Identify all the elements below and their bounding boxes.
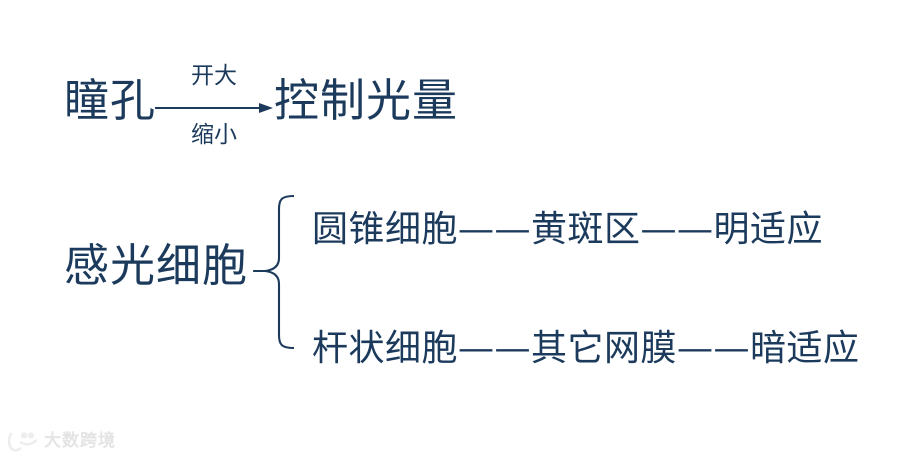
branch-row-0: 圆锥细胞——黄斑区——明适应 xyxy=(312,209,824,250)
row1-target-term: 控制光量 xyxy=(274,74,459,127)
watermark: 大数跨境 xyxy=(8,428,116,454)
row1-arrow-group: 开大 缩小 xyxy=(155,62,273,154)
branch-row-1: 杆状细胞——其它网膜——暗适应 xyxy=(312,328,860,369)
dashu-logo-icon xyxy=(8,432,38,452)
arrow-label-top: 开大 xyxy=(191,63,237,89)
curly-brace-icon xyxy=(248,192,294,352)
arrow-right-icon xyxy=(155,103,273,113)
row2-source-term: 感光细胞 xyxy=(64,239,249,292)
arrow-label-bottom: 缩小 xyxy=(191,122,237,148)
row1-source-term: 瞳孔 xyxy=(64,74,157,127)
watermark-text: 大数跨境 xyxy=(44,430,116,451)
